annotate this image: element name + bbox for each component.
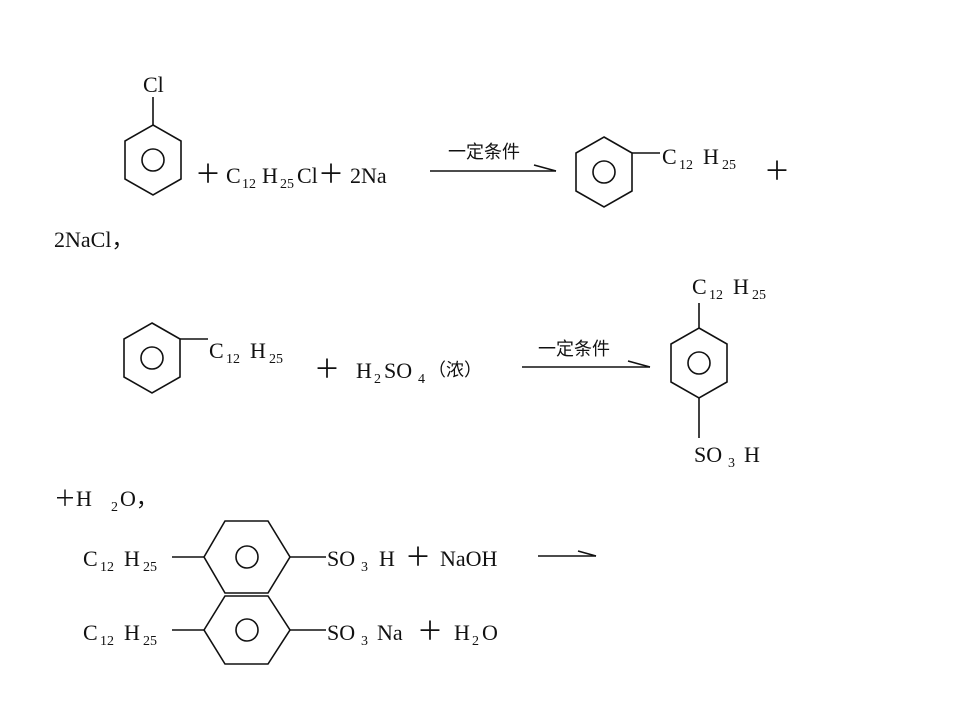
top-h-subscript: 25 [752,288,766,303]
dodecyl-h-subscript: 25 [280,177,294,192]
top-c: C [692,274,707,299]
sulfonate-so: SO [327,620,355,645]
dodecyl-c-subscript: 12 [226,352,240,367]
dodecyl-c-subscript: 12 [100,560,114,575]
dodecyl-c: C [83,546,98,571]
water-subscript: 2 [472,634,479,649]
reaction-arrow [430,164,557,172]
bottom-so: SO [694,442,722,467]
dodecyl-c-subscript: 12 [242,177,256,192]
water-plus-h: ＋H [54,486,92,511]
reaction-arrow [538,550,597,557]
dodecyl-h: H [124,620,140,645]
reaction-arrow [522,360,651,368]
chloride: Cl [297,163,318,188]
benzene-ring-para [172,595,326,665]
plus-sign: ＋ [318,160,344,189]
sodium-chloride-byproduct: 2NaCl， [54,227,133,252]
sulfuric-acid-h-subscript: 2 [374,372,381,387]
sodium-hydroxide: NaOH [440,546,498,571]
water-o: O， [120,486,158,511]
dodecyl-h: H [262,163,278,188]
product-c-subscript: 12 [679,158,693,173]
plus-sign: ＋ [314,355,340,384]
dodecyl-h: H [124,546,140,571]
top-c-subscript: 12 [709,288,723,303]
water-o: O [482,620,498,645]
plus-sign: ＋ [405,543,431,572]
dodecyl-h-subscript: 25 [269,352,283,367]
concentrated-note: （浓） [428,360,482,381]
sulfonic-h: H [379,546,395,571]
sodium-ion: Na [377,620,403,645]
dodecyl-c: C [209,338,224,363]
dodecyl-h: H [250,338,266,363]
plus-sign: ＋ [195,160,221,189]
plus-sign: ＋ [764,157,790,186]
plus-sign: ＋ [417,617,443,646]
dodecyl-h-subscript: 25 [143,634,157,649]
sulfuric-acid-h: H [356,358,372,383]
product-c: C [662,144,677,169]
sulfonate-so-subscript: 3 [361,634,368,649]
sulfonic-acid-ring [670,303,728,438]
bottom-h: H [744,442,760,467]
dodecyl-c: C [83,620,98,645]
product-h: H [703,144,719,169]
dodecyl-c-subscript: 12 [100,634,114,649]
water-h: H [454,620,470,645]
product-h-subscript: 25 [722,158,736,173]
dodecylbenzene-ring [575,136,660,208]
top-h: H [733,274,749,299]
dodecylbenzene-ring [123,322,208,394]
bottom-so-subscript: 3 [728,456,735,471]
dodecyl-c: C [226,163,241,188]
reaction-condition: 一定条件 [448,142,520,163]
sulfuric-acid-so: SO [384,358,412,383]
sodium: 2Na [350,163,387,188]
benzene-ring-para [172,520,326,594]
sulfonyl-so: SO [327,546,355,571]
dodecyl-h-subscript: 25 [143,560,157,575]
chlorobenzene-ring [124,97,182,196]
reaction-condition: 一定条件 [538,339,610,360]
chloro-substituent: Cl [143,72,164,97]
sulfuric-acid-so-subscript: 4 [418,372,425,387]
sulfonyl-so-subscript: 3 [361,560,368,575]
water-subscript: 2 [111,500,118,515]
